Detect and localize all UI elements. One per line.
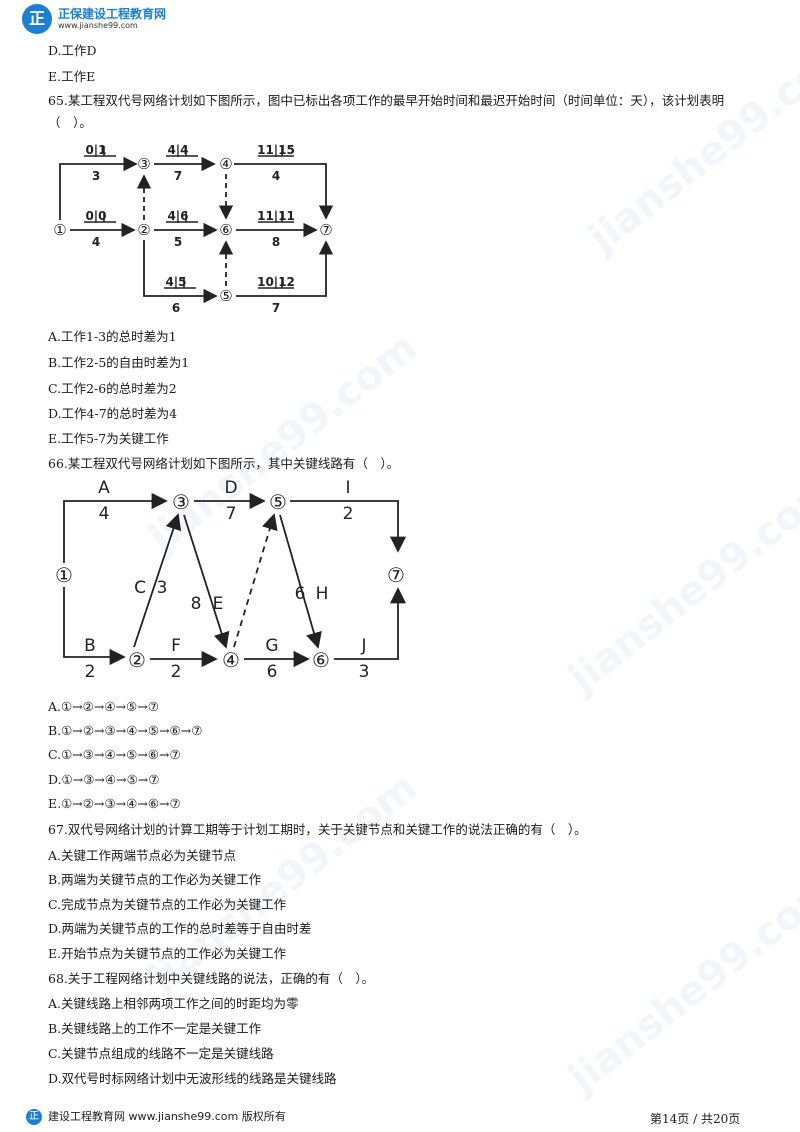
q65-label-times: 4|5 [165, 275, 186, 289]
option-text: D.工作D [48, 43, 97, 58]
q65-node: ④ [219, 155, 232, 173]
q66-work-name: B [84, 636, 96, 656]
option-text: C.完成节点为关键节点的工作必为关键工作 [48, 897, 287, 912]
option-text: A.工作1-3的总时差为1 [48, 329, 177, 344]
q65-label-duration: 7 [272, 301, 280, 313]
q65-label-times: 0|1 [85, 143, 106, 157]
option-text: D.两端为关键节点的工作的总时差等于自由时差 [48, 921, 312, 936]
q66-node: ② [128, 648, 146, 672]
q66-node: ④ [222, 648, 240, 672]
question-67-text: 67.双代号网络计划的计算工期等于计划工期时，关于关键节点和关键工作的说法正确的… [48, 822, 587, 837]
q66-work-name: H [316, 584, 329, 604]
option-text: E.①→②→③→④→⑥→⑦ [48, 796, 181, 811]
q66-work-name: I [345, 478, 350, 498]
watermark: jianshe99.com [560, 464, 800, 702]
option-text: E.工作5-7为关键工作 [48, 431, 169, 446]
option-text: A.①→②→④→⑤→⑦ [48, 699, 159, 714]
option-text: B.①→②→③→④→⑤→⑥→⑦ [48, 723, 203, 738]
q65-node: ③ [137, 155, 150, 173]
q66-work-duration: 6 [295, 584, 306, 604]
logo-icon: 正 [22, 4, 52, 34]
q65-label-duration: 8 [272, 235, 280, 249]
option-text: A.关键工作两端节点必为关键节点 [48, 848, 237, 863]
logo-url: www.jianshe99.com [58, 21, 138, 30]
footer-logo-icon: 正 [26, 1109, 42, 1125]
q66-work-duration: 2 [171, 662, 182, 682]
q66-work-duration: 8 [191, 594, 202, 614]
q66-node: ① [55, 563, 73, 587]
footer-brand-text: 建设工程教育网 www.jianshe99.com 版权所有 [48, 1110, 286, 1123]
option-text: A.关键线路上相邻两项工作之间的时距均为零 [48, 996, 299, 1011]
q65-label-times: 11|15 [257, 143, 295, 157]
q65-label-duration: 4 [92, 235, 100, 249]
q66-node: ⑥ [312, 648, 330, 672]
q65-label-times: 10|12 [257, 275, 295, 289]
q65-label-duration: 5 [174, 235, 182, 249]
q66-work-duration: 6 [267, 662, 278, 682]
option-text: C.关键节点组成的线路不一定是关键线路 [48, 1046, 274, 1061]
option-text: C.①→③→④→⑤→⑥→⑦ [48, 747, 181, 762]
q65-node: ⑤ [219, 287, 232, 305]
option-text: B.两端为关键节点的工作必为关键工作 [48, 872, 262, 887]
q65-label-duration: 7 [174, 169, 182, 183]
q65-label-times: 4|6 [167, 209, 188, 223]
q65-label-duration: 3 [92, 169, 100, 183]
q65-network-diagram: 0|1 3 4|4 7 11|15 4 0|0 4 4|6 5 11|11 8 … [53, 143, 334, 313]
q65-node: ⑦ [319, 221, 332, 239]
q65-label-times: 4|4 [167, 143, 188, 157]
footer-brand[interactable]: 正建设工程教育网 www.jianshe99.com 版权所有 [26, 1108, 286, 1125]
option-text: B.工作2-5的自由时差为1 [48, 355, 190, 370]
watermark: jianshe99.com [580, 24, 800, 262]
question-68-text: 68.关于工程网络计划中关键线路的说法，正确的有（ ）。 [48, 971, 375, 986]
q66-work-duration: 3 [157, 578, 168, 598]
watermark: jianshe99.com [560, 864, 800, 1102]
q66-work-duration: 2 [85, 662, 96, 682]
q66-work-duration: 2 [343, 504, 354, 524]
q66-node: ⑤ [269, 490, 287, 514]
question-65-text: 65.某工程双代号网络计划如下图所示，图中已标出各项工作的最早开始时间和最迟开始… [48, 93, 725, 130]
option-text: D.①→③→④→⑤→⑦ [48, 772, 160, 787]
q65-node: ① [53, 221, 66, 239]
option-text: E.工作E [48, 69, 96, 84]
q65-node: ② [137, 221, 150, 239]
question-66-text: 66.某工程双代号网络计划如下图所示，其中关键线路有（ ）。 [48, 456, 400, 471]
option-text: D.工作4-7的总时差为4 [48, 406, 178, 421]
q66-node: ③ [172, 490, 190, 514]
q66-work-name: F [171, 636, 181, 656]
q65-label-times: 0|0 [85, 209, 106, 223]
site-logo[interactable]: 正 正保建设工程教育网 www.jianshe99.com [22, 2, 182, 36]
q66-network-diagram: A 4 D 7 I 2 B 2 F 2 G 6 J 3 C 3 E 8 H 6 … [55, 478, 407, 682]
q66-work-name: J [360, 636, 366, 656]
q66-work-duration: 3 [359, 662, 370, 682]
option-text: D.双代号时标网络计划中无波形线的线路是关键线路 [48, 1071, 337, 1086]
q65-label-duration: 4 [272, 169, 280, 183]
q65-label-duration: 6 [172, 301, 180, 313]
page-number: 第14页 / 共20页 [650, 1112, 741, 1126]
q66-work-name: A [98, 478, 110, 498]
q66-work-duration: 4 [99, 504, 110, 524]
option-text: B.关键线路上的工作不一定是关键工作 [48, 1021, 262, 1036]
q66-work-name: D [224, 478, 237, 498]
q66-work-duration: 7 [226, 504, 237, 524]
logo-title: 正保建设工程教育网 [58, 7, 167, 21]
q66-work-name: E [213, 594, 224, 614]
q65-label-times: 11|11 [257, 209, 295, 223]
q65-node: ⑥ [219, 221, 232, 239]
q66-work-name: C [134, 578, 146, 598]
q66-node: ⑦ [387, 563, 405, 587]
option-text: E.开始节点为关键节点的工作必为关键工作 [48, 946, 287, 961]
q66-work-name: G [265, 636, 278, 656]
option-text: C.工作2-6的总时差为2 [48, 381, 177, 396]
